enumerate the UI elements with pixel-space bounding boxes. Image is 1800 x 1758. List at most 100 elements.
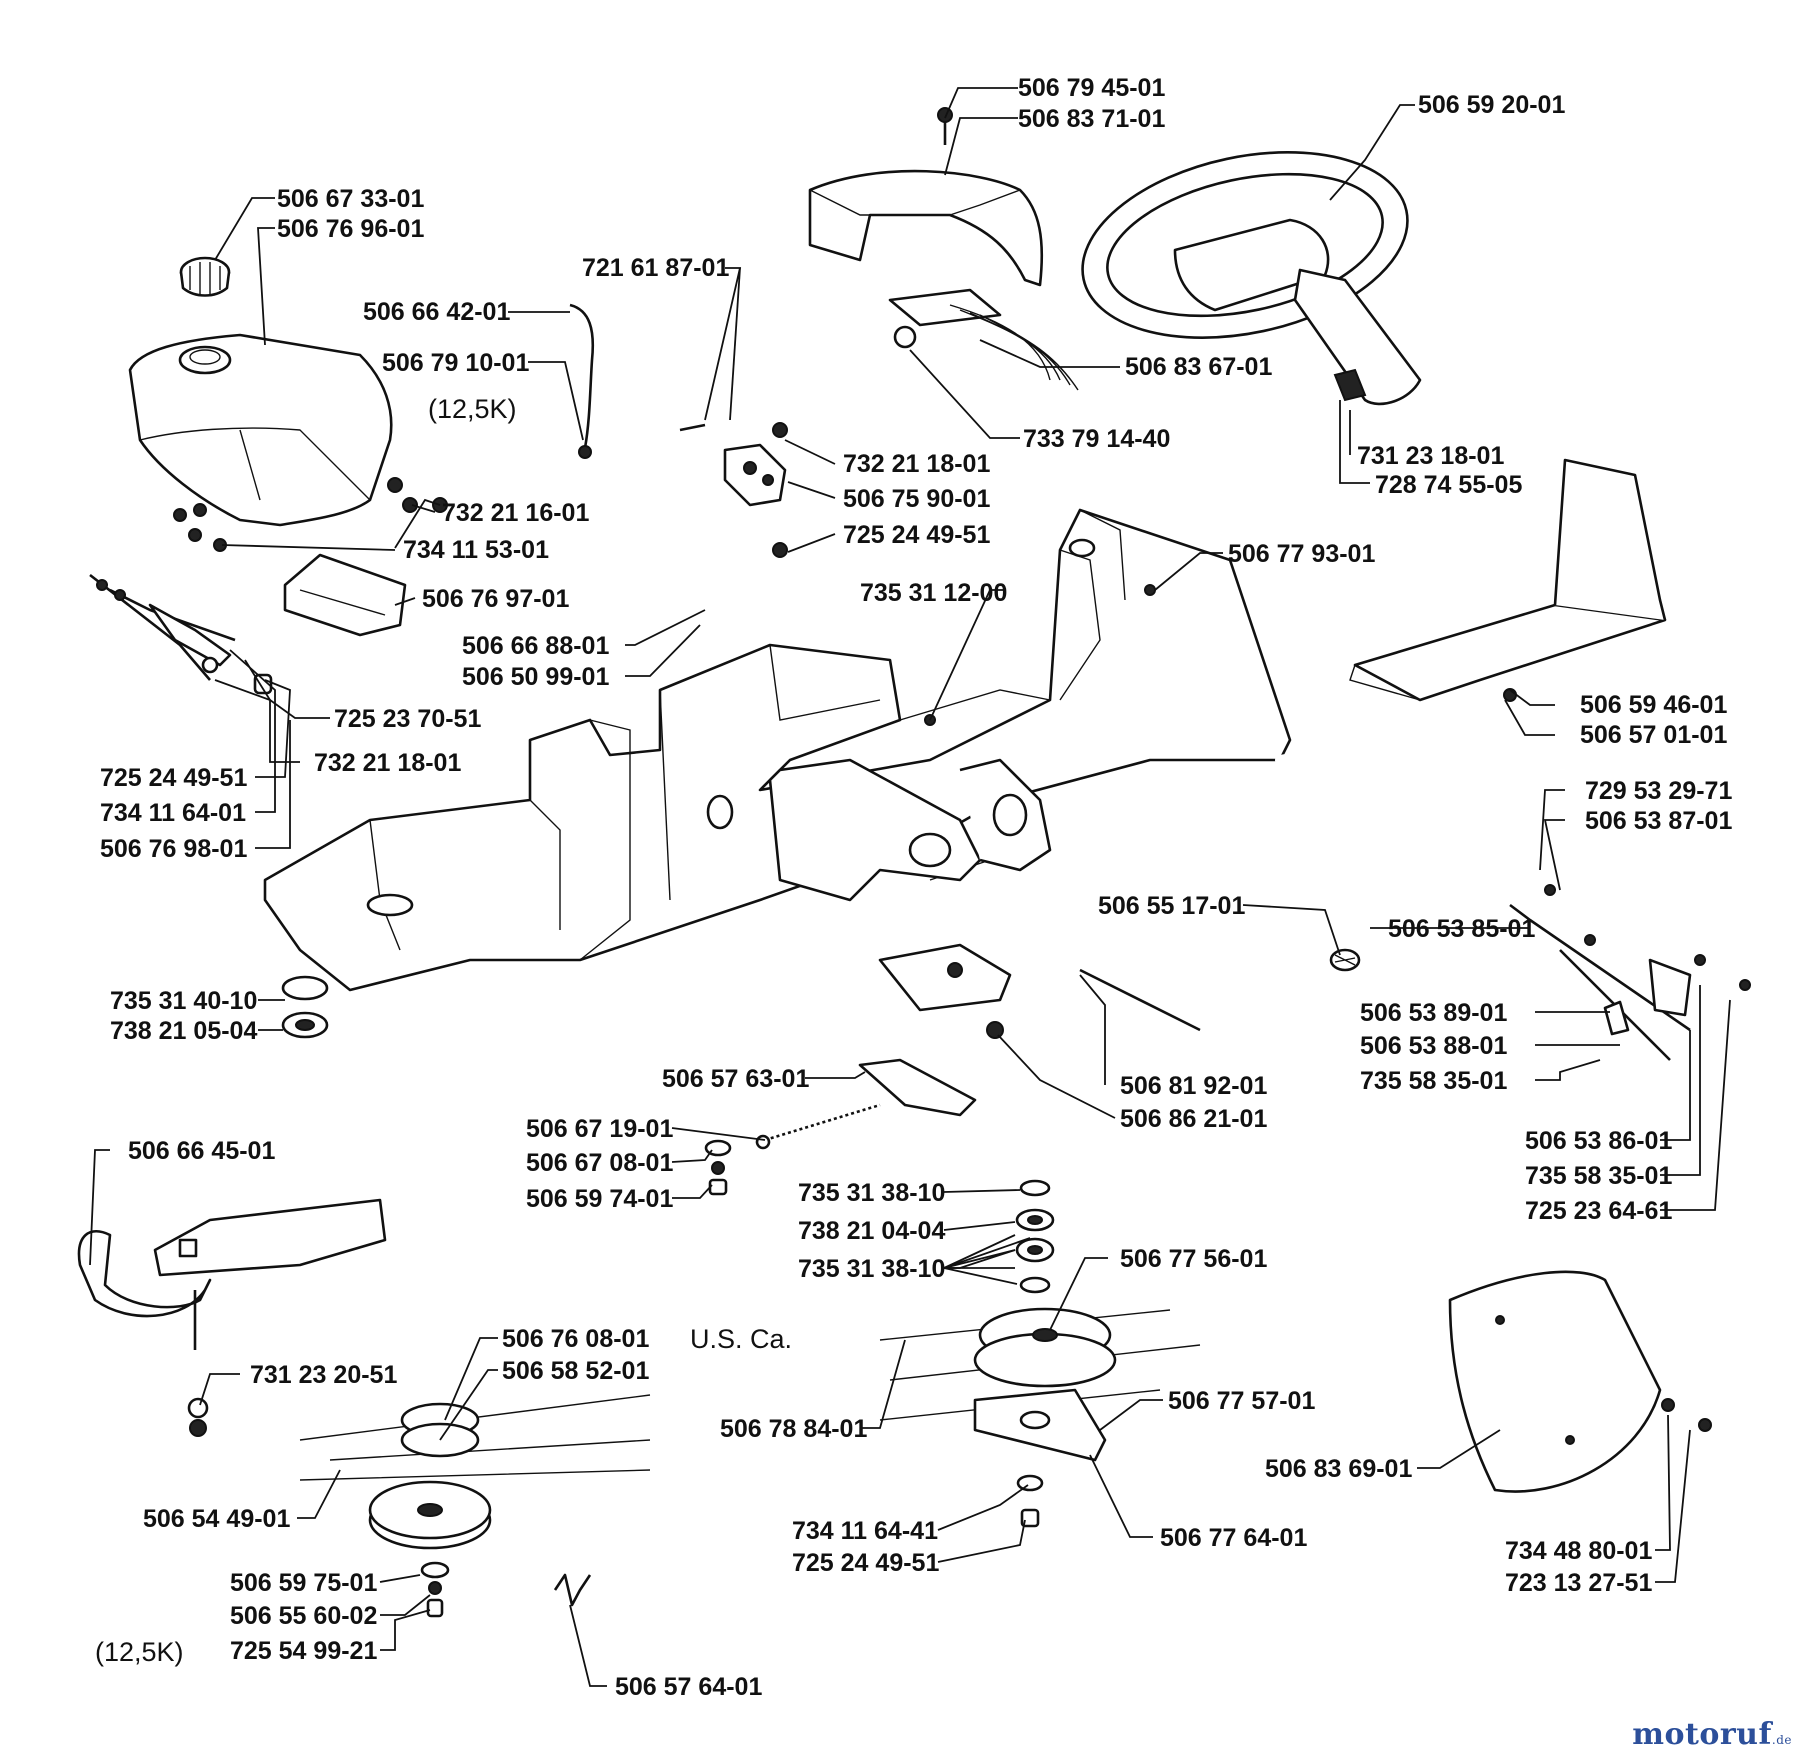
label-725244951-a[interactable]: 725 24 49-51 [843, 521, 990, 549]
label-506769601[interactable]: 506 76 96-01 [277, 215, 424, 243]
label-733791440[interactable]: 733 79 14-40 [1023, 425, 1170, 453]
fuel-filter-icon [578, 445, 592, 459]
wiring-harness [888, 288, 1079, 391]
label-506794501[interactable]: 506 79 45-01 [1018, 74, 1165, 102]
label-729532971[interactable]: 729 53 29-71 [1585, 777, 1732, 805]
label-506592001[interactable]: 506 59 20-01 [1418, 91, 1565, 119]
seat [1349, 458, 1667, 702]
label-506837101[interactable]: 506 83 71-01 [1018, 105, 1165, 133]
rear-linkage [1509, 884, 1751, 1061]
label-506570101[interactable]: 506 57 01-01 [1580, 721, 1727, 749]
label-725237051[interactable]: 725 23 70-51 [334, 705, 481, 733]
label-506775601[interactable]: 506 77 56-01 [1120, 1245, 1267, 1273]
label-506597401[interactable]: 506 59 74-01 [526, 1185, 673, 1213]
label-506836901[interactable]: 506 83 69-01 [1265, 1455, 1412, 1483]
label-723132751[interactable]: 723 13 27-51 [1505, 1569, 1652, 1597]
label-506769701[interactable]: 506 76 97-01 [422, 585, 569, 613]
label-734488001[interactable]: 734 48 80-01 [1505, 1537, 1652, 1565]
label-721618701[interactable]: 721 61 87-01 [582, 254, 729, 282]
label-506862101[interactable]: 506 86 21-01 [1120, 1105, 1267, 1133]
label-731231801[interactable]: 731 23 18-01 [1357, 442, 1504, 470]
pin-rod [679, 423, 706, 432]
label-506597501[interactable]: 506 59 75-01 [230, 1569, 377, 1597]
belt-clip [553, 1573, 592, 1607]
label-735583501-b[interactable]: 735 58 35-01 [1525, 1162, 1672, 1190]
label-735313810-b[interactable]: 735 31 38-10 [798, 1255, 945, 1283]
label-732211801-a[interactable]: 732 21 18-01 [843, 450, 990, 478]
label-506779301[interactable]: 506 77 93-01 [1228, 540, 1375, 568]
leader-lines [89, 87, 1731, 1687]
region-note: U.S. Ca. [690, 1324, 792, 1354]
label-506836701[interactable]: 506 83 67-01 [1125, 353, 1272, 381]
throttle-linkage [89, 573, 273, 695]
label-725244951-c[interactable]: 725 24 49-51 [792, 1549, 939, 1577]
label-506538501[interactable]: 506 53 85-01 [1388, 915, 1535, 943]
pedal-bracket [878, 943, 1012, 1012]
label-735583501-a[interactable]: 735 58 35-01 [1360, 1067, 1507, 1095]
label-506538801[interactable]: 506 53 88-01 [1360, 1032, 1507, 1060]
label-506760801[interactable]: 506 76 08-01 [502, 1325, 649, 1353]
label-732211801-b[interactable]: 732 21 18-01 [314, 749, 461, 777]
label-506670801[interactable]: 506 67 08-01 [526, 1149, 673, 1177]
label-506788401[interactable]: 506 78 84-01 [720, 1415, 867, 1443]
watermark-suffix: .de [1771, 1733, 1792, 1747]
variant-note-top: (12,5K) [428, 394, 517, 424]
watermark-logo: motoruf.de [1632, 1717, 1792, 1752]
tank-fasteners [173, 477, 448, 552]
label-731232051[interactable]: 731 23 20-51 [250, 1361, 397, 1389]
label-506551701[interactable]: 506 55 17-01 [1098, 892, 1245, 920]
rear-bumper-tube [1275, 749, 1427, 940]
label-506664201[interactable]: 506 66 42-01 [363, 298, 510, 326]
steering-tower [768, 758, 1052, 902]
label-725549921[interactable]: 725 54 99-21 [230, 1637, 377, 1665]
label-506538901[interactable]: 506 53 89-01 [1360, 999, 1507, 1027]
label-506673301[interactable]: 506 67 33-01 [277, 185, 424, 213]
label-506791001[interactable]: 506 79 10-01 [382, 349, 529, 377]
label-725244951-b[interactable]: 725 24 49-51 [100, 764, 247, 792]
label-506776401[interactable]: 506 77 64-01 [1160, 1524, 1307, 1552]
fuel-line [569, 303, 595, 449]
label-506819201[interactable]: 506 81 92-01 [1120, 1072, 1267, 1100]
label-738210404[interactable]: 738 21 04-04 [798, 1217, 945, 1245]
label-506759001[interactable]: 506 75 90-01 [843, 485, 990, 513]
fuel-tank [128, 333, 393, 527]
label-506538601[interactable]: 506 53 86-01 [1525, 1127, 1672, 1155]
label-506556002[interactable]: 506 55 60-02 [230, 1602, 377, 1630]
side-cover [1448, 1270, 1712, 1493]
label-506585201[interactable]: 506 58 52-01 [502, 1357, 649, 1385]
label-725236461[interactable]: 725 23 64-61 [1525, 1197, 1672, 1225]
label-506664501[interactable]: 506 66 45-01 [128, 1137, 275, 1165]
label-735314010[interactable]: 735 31 40-10 [110, 987, 257, 1015]
label-506544901[interactable]: 506 54 49-01 [143, 1505, 290, 1533]
label-728745505[interactable]: 728 74 55-05 [1375, 471, 1522, 499]
label-506671901[interactable]: 506 67 19-01 [526, 1115, 673, 1143]
label-734116441[interactable]: 734 11 64-41 [792, 1517, 938, 1545]
label-738210504[interactable]: 738 21 05-04 [110, 1017, 257, 1045]
label-506668801[interactable]: 506 66 88-01 [462, 632, 609, 660]
label-734115301[interactable]: 734 11 53-01 [403, 536, 549, 564]
label-506538701[interactable]: 506 53 87-01 [1585, 807, 1732, 835]
label-735313810-a[interactable]: 735 31 38-10 [798, 1179, 945, 1207]
label-506576301[interactable]: 506 57 63-01 [662, 1065, 809, 1093]
label-506576401[interactable]: 506 57 64-01 [615, 1673, 762, 1701]
label-506769801[interactable]: 506 76 98-01 [100, 835, 247, 863]
adjuster-rod [1079, 968, 1201, 1032]
label-735311200[interactable]: 735 31 12-00 [860, 579, 1007, 607]
tension-spring [755, 1103, 881, 1150]
left-bearing-stack [281, 975, 329, 1039]
label-732211601[interactable]: 732 21 16-01 [442, 499, 589, 527]
control-plate [723, 422, 788, 558]
dash-cover [808, 107, 1044, 287]
watermark-brand: motoruf [1632, 1717, 1772, 1752]
label-506509901[interactable]: 506 50 99-01 [462, 663, 609, 691]
nut-icon [986, 1021, 1004, 1039]
label-734116401[interactable]: 734 11 64-01 [100, 799, 246, 827]
part-number-labels: 506 79 45-01 506 83 71-01 506 59 20-01 5… [95, 74, 1732, 1701]
belt-guard-clip [77, 1198, 387, 1437]
center-pulley [879, 1307, 1201, 1528]
bearing-stack [1015, 1179, 1055, 1294]
label-506594601[interactable]: 506 59 46-01 [1580, 691, 1727, 719]
label-506775701[interactable]: 506 77 57-01 [1168, 1387, 1315, 1415]
